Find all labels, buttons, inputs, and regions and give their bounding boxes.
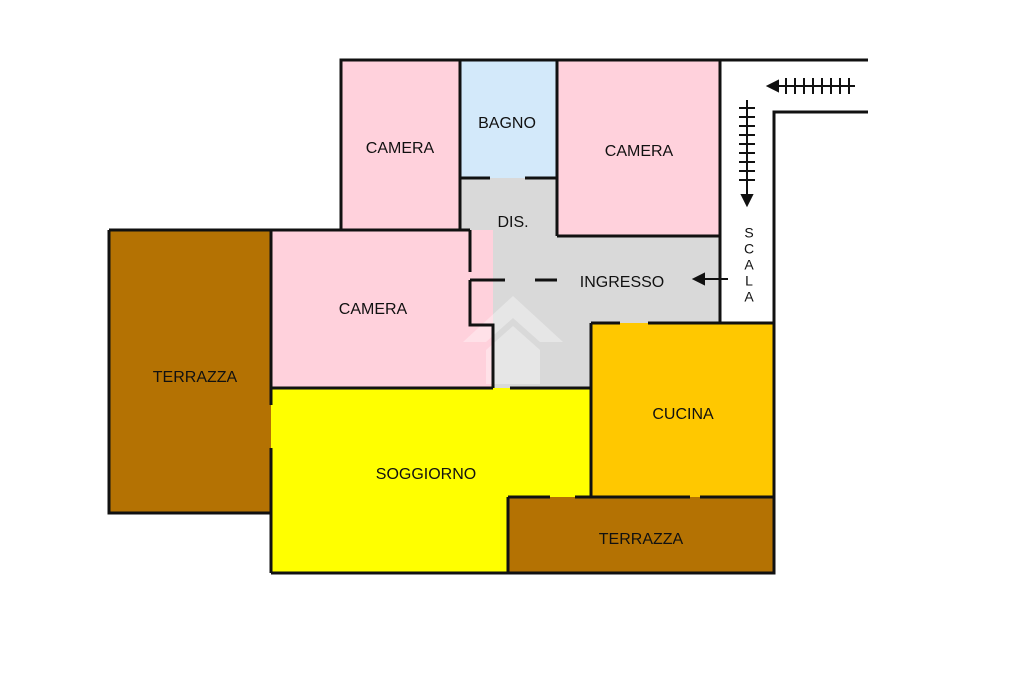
- label-camera-3: CAMERA: [339, 301, 408, 318]
- room-terrazza-2[interactable]: [508, 497, 774, 573]
- label-bagno: BAGNO: [478, 115, 536, 132]
- room-bagno[interactable]: [460, 60, 557, 178]
- walls: [107, 58, 868, 575]
- room-camera-2[interactable]: [557, 60, 720, 236]
- room-terrazza-1[interactable]: [109, 230, 271, 513]
- label-cucina: CUCINA: [652, 406, 714, 423]
- stair-label-letter: C: [744, 241, 754, 257]
- label-terrazza-2: TERRAZZA: [599, 531, 684, 548]
- watermark-logo: [463, 296, 563, 384]
- label-ingresso: INGRESSO: [580, 274, 664, 291]
- stair-label-letter: A: [744, 289, 754, 305]
- room-camera-3[interactable]: [271, 230, 493, 388]
- label-camera-1: CAMERA: [366, 140, 435, 157]
- stair-label-letter: L: [745, 273, 753, 289]
- label-terrazza-1: TERRAZZA: [153, 369, 238, 386]
- stair-arrow-vertical: [739, 100, 755, 208]
- stair-label-letter: S: [744, 225, 753, 241]
- label-dis: DIS.: [497, 214, 528, 231]
- room-camera-1[interactable]: [341, 60, 460, 230]
- room-ingresso[interactable]: [470, 236, 720, 388]
- label-camera-2: CAMERA: [605, 143, 674, 160]
- room-cucina[interactable]: [591, 323, 774, 497]
- stair-arrow-horizontal: [765, 78, 855, 94]
- room-soggiorno[interactable]: [271, 388, 591, 573]
- stair-label-letter: A: [744, 257, 754, 273]
- entrance-arrow: [691, 272, 728, 286]
- label-soggiorno: SOGGIORNO: [376, 466, 476, 483]
